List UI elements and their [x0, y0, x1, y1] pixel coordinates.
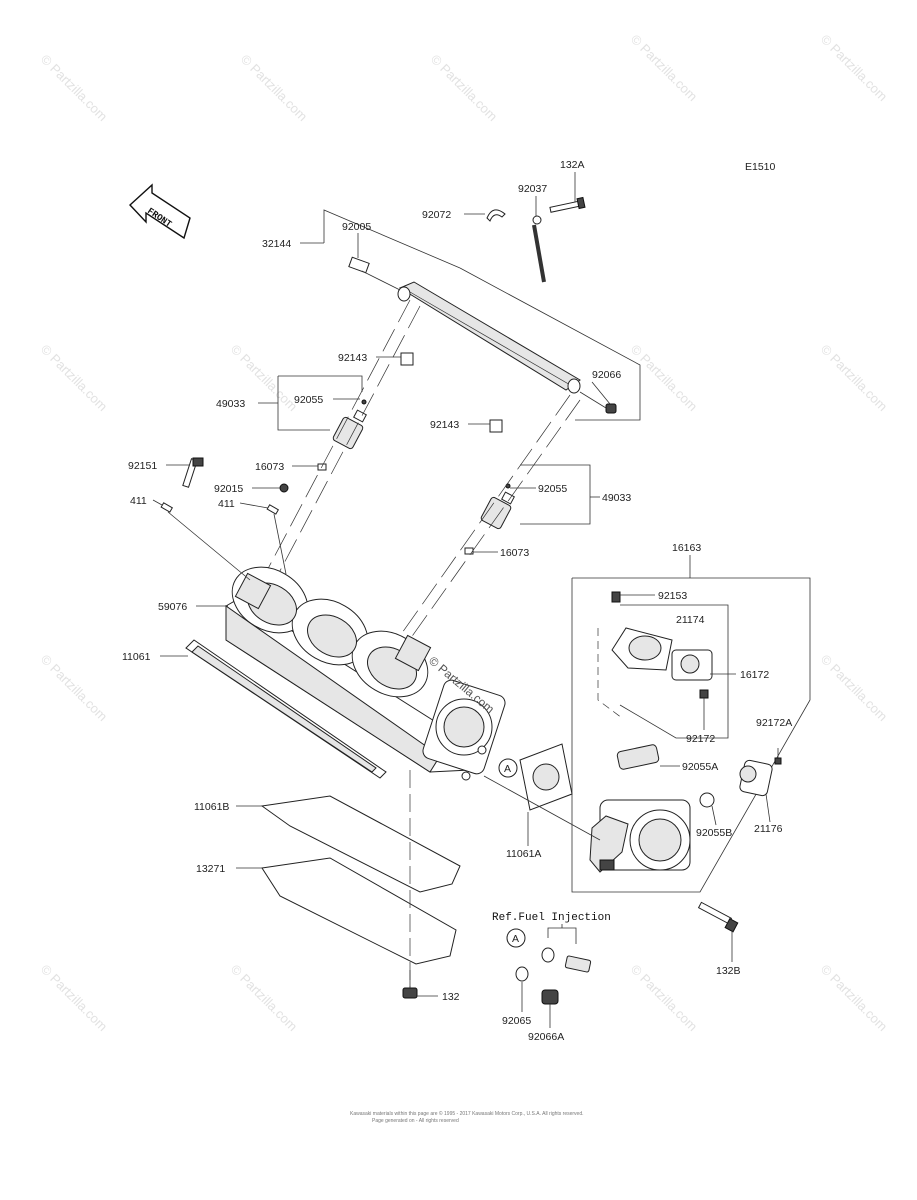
- part-label: 92065: [502, 1015, 531, 1027]
- watermark: © Partzilla.com: [628, 32, 701, 105]
- part-label: 92066: [592, 369, 621, 381]
- watermark: © Partzilla.com: [818, 652, 891, 725]
- part-label: 92037: [518, 183, 547, 195]
- front-arrow-icon: FRONT: [129, 183, 191, 240]
- part-label: 92143: [338, 352, 367, 364]
- throttle-body-assembly: © Partzilla.com: [160, 457, 506, 781]
- ref-fuel-injection-group: Ref.Fuel Injection: [492, 912, 611, 1005]
- part-label: 92055B: [696, 827, 732, 839]
- part-label: 92015: [214, 483, 243, 495]
- part-label: 92055: [538, 483, 567, 495]
- part-label: 11061B: [194, 801, 229, 813]
- watermark: © Partzilla.com: [818, 962, 891, 1035]
- ref-label: Ref.Fuel Injection: [492, 912, 611, 924]
- part-label: 92172: [686, 733, 715, 745]
- part-label: 132: [442, 991, 460, 1003]
- part-label: 16073: [500, 547, 529, 559]
- watermark: © Partzilla.com: [38, 962, 111, 1035]
- watermark: © Partzilla.com: [38, 342, 111, 415]
- diagram-code: E1510: [745, 161, 776, 173]
- watermark: © Partzilla.com: [38, 652, 111, 725]
- part-label: 132B: [716, 965, 741, 977]
- part-label: 92172A: [756, 717, 792, 729]
- part-label: 21174: [676, 614, 705, 626]
- part-label: 92143: [430, 419, 459, 431]
- watermark: © Partzilla.com: [628, 962, 701, 1035]
- watermark: © Partzilla.com: [238, 52, 311, 125]
- gasket-11061: [185, 639, 387, 779]
- watermark: © Partzilla.com: [38, 52, 111, 125]
- marker-a-label: A: [504, 763, 511, 775]
- part-label: 21176: [754, 823, 783, 835]
- part-label: 411: [218, 498, 235, 510]
- part-label: 11061: [122, 651, 151, 663]
- marker-a: [498, 758, 518, 778]
- part-label: 59076: [158, 601, 187, 613]
- part-label: 92005: [342, 221, 371, 233]
- watermark: © Partzilla.com: [228, 962, 301, 1035]
- part-label: 92066A: [528, 1031, 564, 1043]
- part-label: 16073: [255, 461, 284, 473]
- part-label: 92151: [128, 460, 157, 472]
- leader-lines: [152, 172, 779, 1028]
- part-label: 13271: [196, 863, 225, 875]
- part-label: 16163: [672, 542, 701, 554]
- footer-copyright: Kawasaki materials within this page are …: [350, 1110, 584, 1117]
- part-label: 92153: [658, 590, 687, 602]
- footer-generated: Page generated on - All rights reserved: [372, 1118, 459, 1124]
- marker-a-ref: [506, 928, 526, 948]
- part-label: 32144: [262, 238, 291, 250]
- isc-group: [483, 555, 811, 933]
- marker-a-ref-label: A: [512, 933, 519, 945]
- watermark: © Partzilla.com: [818, 342, 891, 415]
- part-label: 92072: [422, 209, 451, 221]
- gasket-11061A: [519, 743, 573, 811]
- part-label: 11061A: [506, 848, 541, 860]
- plate-11061B: [260, 795, 461, 893]
- part-label: 92055: [294, 394, 323, 406]
- fuel-rail-group: [258, 196, 641, 657]
- part-labels: 132A 92037 92072 92005 32144 92143 92066…: [122, 159, 792, 1043]
- part-label: 49033: [216, 398, 245, 410]
- part-label: 49033: [602, 492, 631, 504]
- part-label: 132A: [560, 159, 585, 171]
- watermark: © Partzilla.com: [818, 32, 891, 105]
- part-label: 16172: [740, 669, 769, 681]
- watermark: © Partzilla.com: [628, 342, 701, 415]
- part-label: 92055A: [682, 761, 718, 773]
- plate-13271: [261, 770, 457, 990]
- watermark-layer: © Partzilla.com © Partzilla.com © Partzi…: [38, 32, 891, 1035]
- part-label: 411: [130, 495, 147, 507]
- bolt-132: [402, 970, 418, 999]
- watermark: © Partzilla.com: [428, 52, 501, 125]
